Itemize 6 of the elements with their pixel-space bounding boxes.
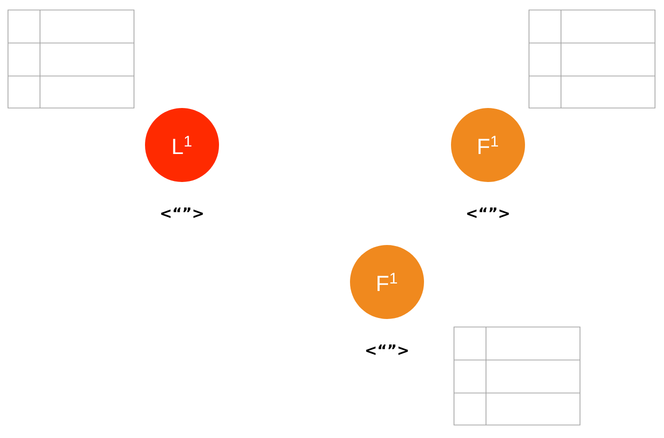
circle-node: F$^{1}$ [451, 108, 525, 182]
tag-label: <“”> [467, 208, 509, 218]
circle-node: F$^{1}$ [350, 245, 424, 319]
tag-label: <“”> [161, 208, 203, 218]
circle-node: L$^{1}$ [145, 108, 219, 182]
tag-label: <“”> [366, 344, 408, 356]
